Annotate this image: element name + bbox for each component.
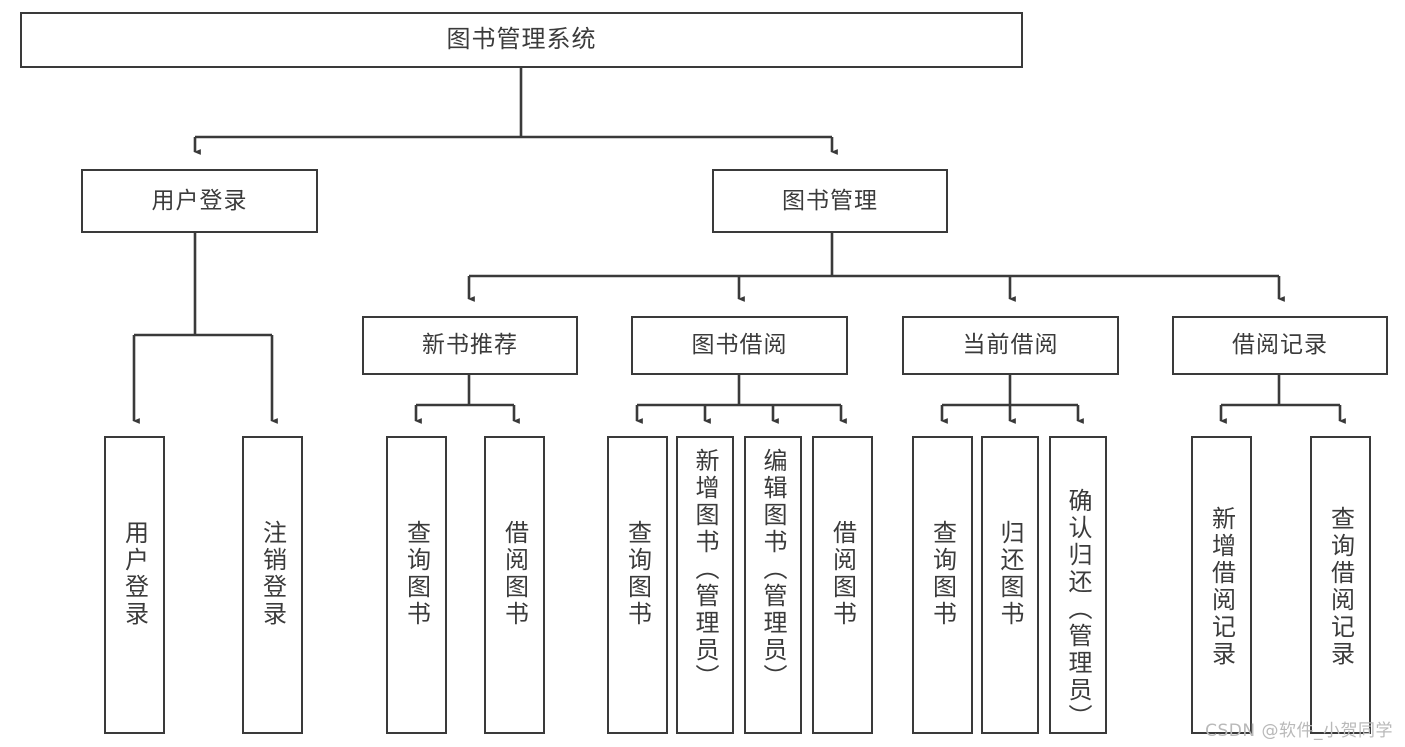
node-label: 查询图书	[623, 520, 652, 628]
node-label: 借阅图书	[828, 520, 857, 628]
node-label: 借阅记录	[1232, 332, 1328, 359]
leaf-borrow-books[interactable]: 借阅图书	[812, 436, 873, 734]
leaf-borrow-books-recommend[interactable]: 借阅图书	[484, 436, 545, 734]
node-book-borrow[interactable]: 图书借阅	[631, 316, 848, 375]
node-label: 确认归还（管理员）	[1064, 488, 1092, 731]
node-label: 新增借阅记录	[1207, 506, 1236, 668]
node-label: 图书借阅	[691, 332, 788, 359]
leaf-logout[interactable]: 注销登录	[242, 436, 303, 734]
leaf-query-books-borrow[interactable]: 查询图书	[607, 436, 668, 734]
leaf-return-books[interactable]: 归还图书	[981, 436, 1039, 734]
leaf-add-book-admin[interactable]: 新增图书（管理员）	[676, 436, 734, 734]
node-label: 新书推荐	[422, 332, 518, 359]
node-book-management[interactable]: 图书管理	[712, 169, 948, 233]
node-label: 图书管理系统	[446, 25, 597, 54]
node-new-book-recommend[interactable]: 新书推荐	[362, 316, 578, 375]
leaf-confirm-return-admin[interactable]: 确认归还（管理员）	[1049, 436, 1107, 734]
leaf-edit-book-admin[interactable]: 编辑图书（管理员）	[744, 436, 802, 734]
node-label: 编辑图书（管理员）	[759, 448, 787, 691]
node-label: 查询图书	[928, 520, 957, 628]
node-borrow-records[interactable]: 借阅记录	[1172, 316, 1388, 375]
leaf-add-borrow-record[interactable]: 新增借阅记录	[1191, 436, 1252, 734]
node-label: 当前借阅	[962, 332, 1059, 359]
node-label: 借阅图书	[500, 520, 529, 628]
node-label: 注销登录	[258, 520, 287, 628]
node-root-system[interactable]: 图书管理系统	[20, 12, 1023, 68]
leaf-query-borrow-record[interactable]: 查询借阅记录	[1310, 436, 1371, 734]
node-label: 图书管理	[782, 187, 878, 214]
node-label: 查询图书	[402, 520, 431, 628]
node-label: 归还图书	[996, 520, 1024, 628]
node-label: 查询借阅记录	[1326, 506, 1355, 668]
leaf-user-login[interactable]: 用户登录	[104, 436, 165, 734]
csdn-watermark: CSDN @软件_小贺同学	[1205, 721, 1393, 741]
node-label: 用户登录	[120, 520, 149, 628]
node-current-borrow[interactable]: 当前借阅	[902, 316, 1119, 375]
leaf-query-books-current[interactable]: 查询图书	[912, 436, 973, 734]
node-label: 用户登录	[151, 187, 248, 214]
node-user-login[interactable]: 用户登录	[81, 169, 318, 233]
node-label: 新增图书（管理员）	[691, 448, 719, 691]
leaf-query-books-recommend[interactable]: 查询图书	[386, 436, 447, 734]
